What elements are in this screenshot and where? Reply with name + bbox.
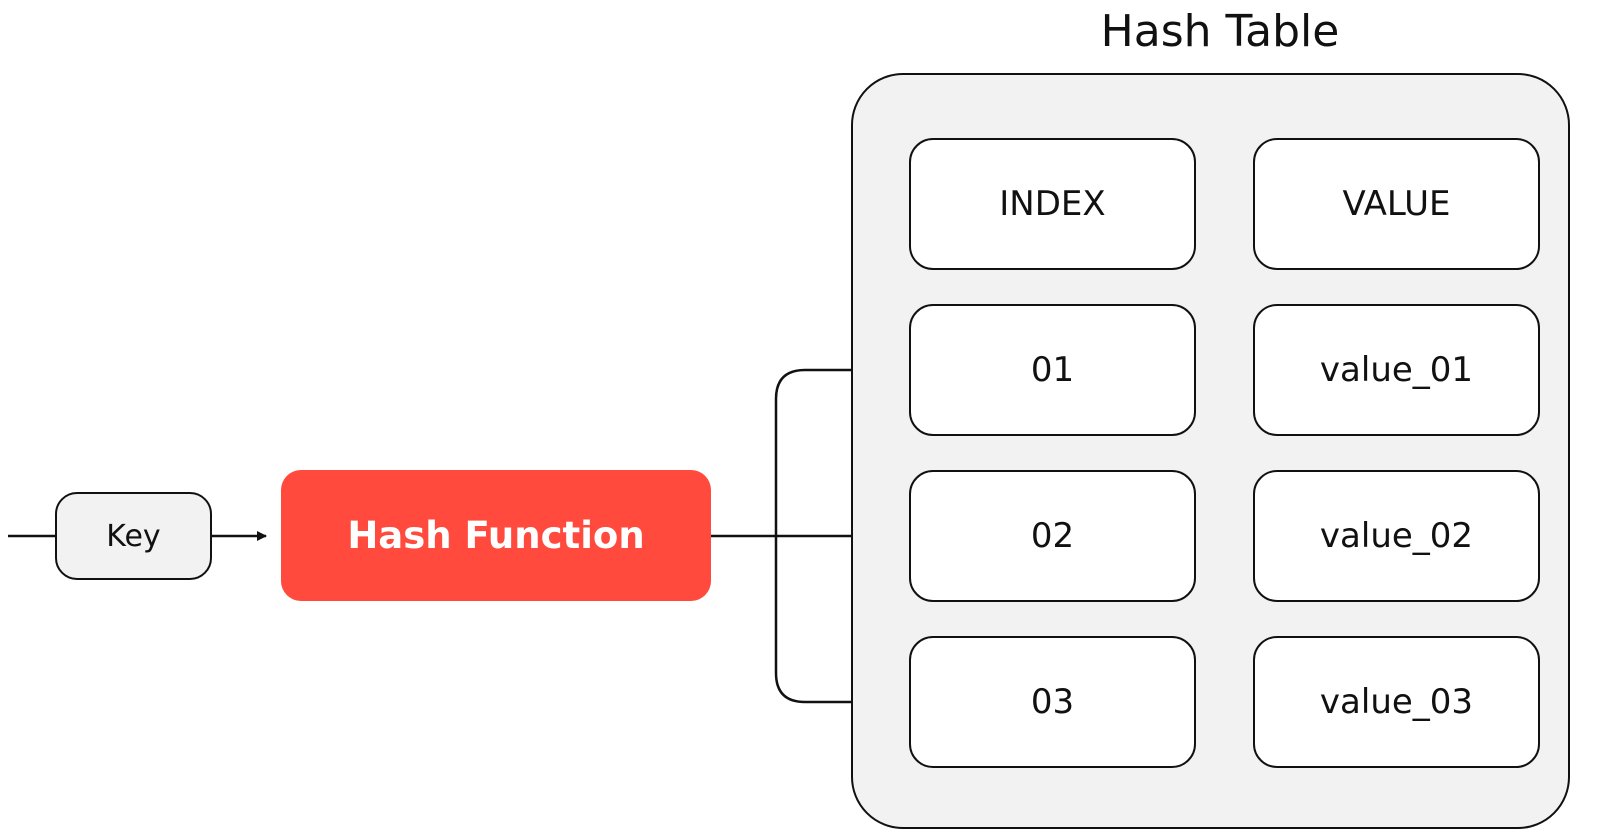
arrow-hash-function-to-index-01 (774, 365, 897, 536)
index-header: INDEX (909, 138, 1196, 270)
index-cell-01: 01 (909, 304, 1196, 436)
index-cell-02: 02 (909, 470, 1196, 602)
arrow-hash-function-to-index-03 (774, 536, 897, 707)
value-cell-02: value_02 (1253, 470, 1540, 602)
index-cell-03: 03 (909, 636, 1196, 768)
value-cell-01: value_01 (1253, 304, 1540, 436)
hash-table-title: Hash Table (1100, 6, 1340, 57)
value-cell-03: value_03 (1253, 636, 1540, 768)
value-header: VALUE (1253, 138, 1540, 270)
hash-function-node: Hash Function (281, 470, 711, 601)
key-node: Key (55, 492, 212, 580)
